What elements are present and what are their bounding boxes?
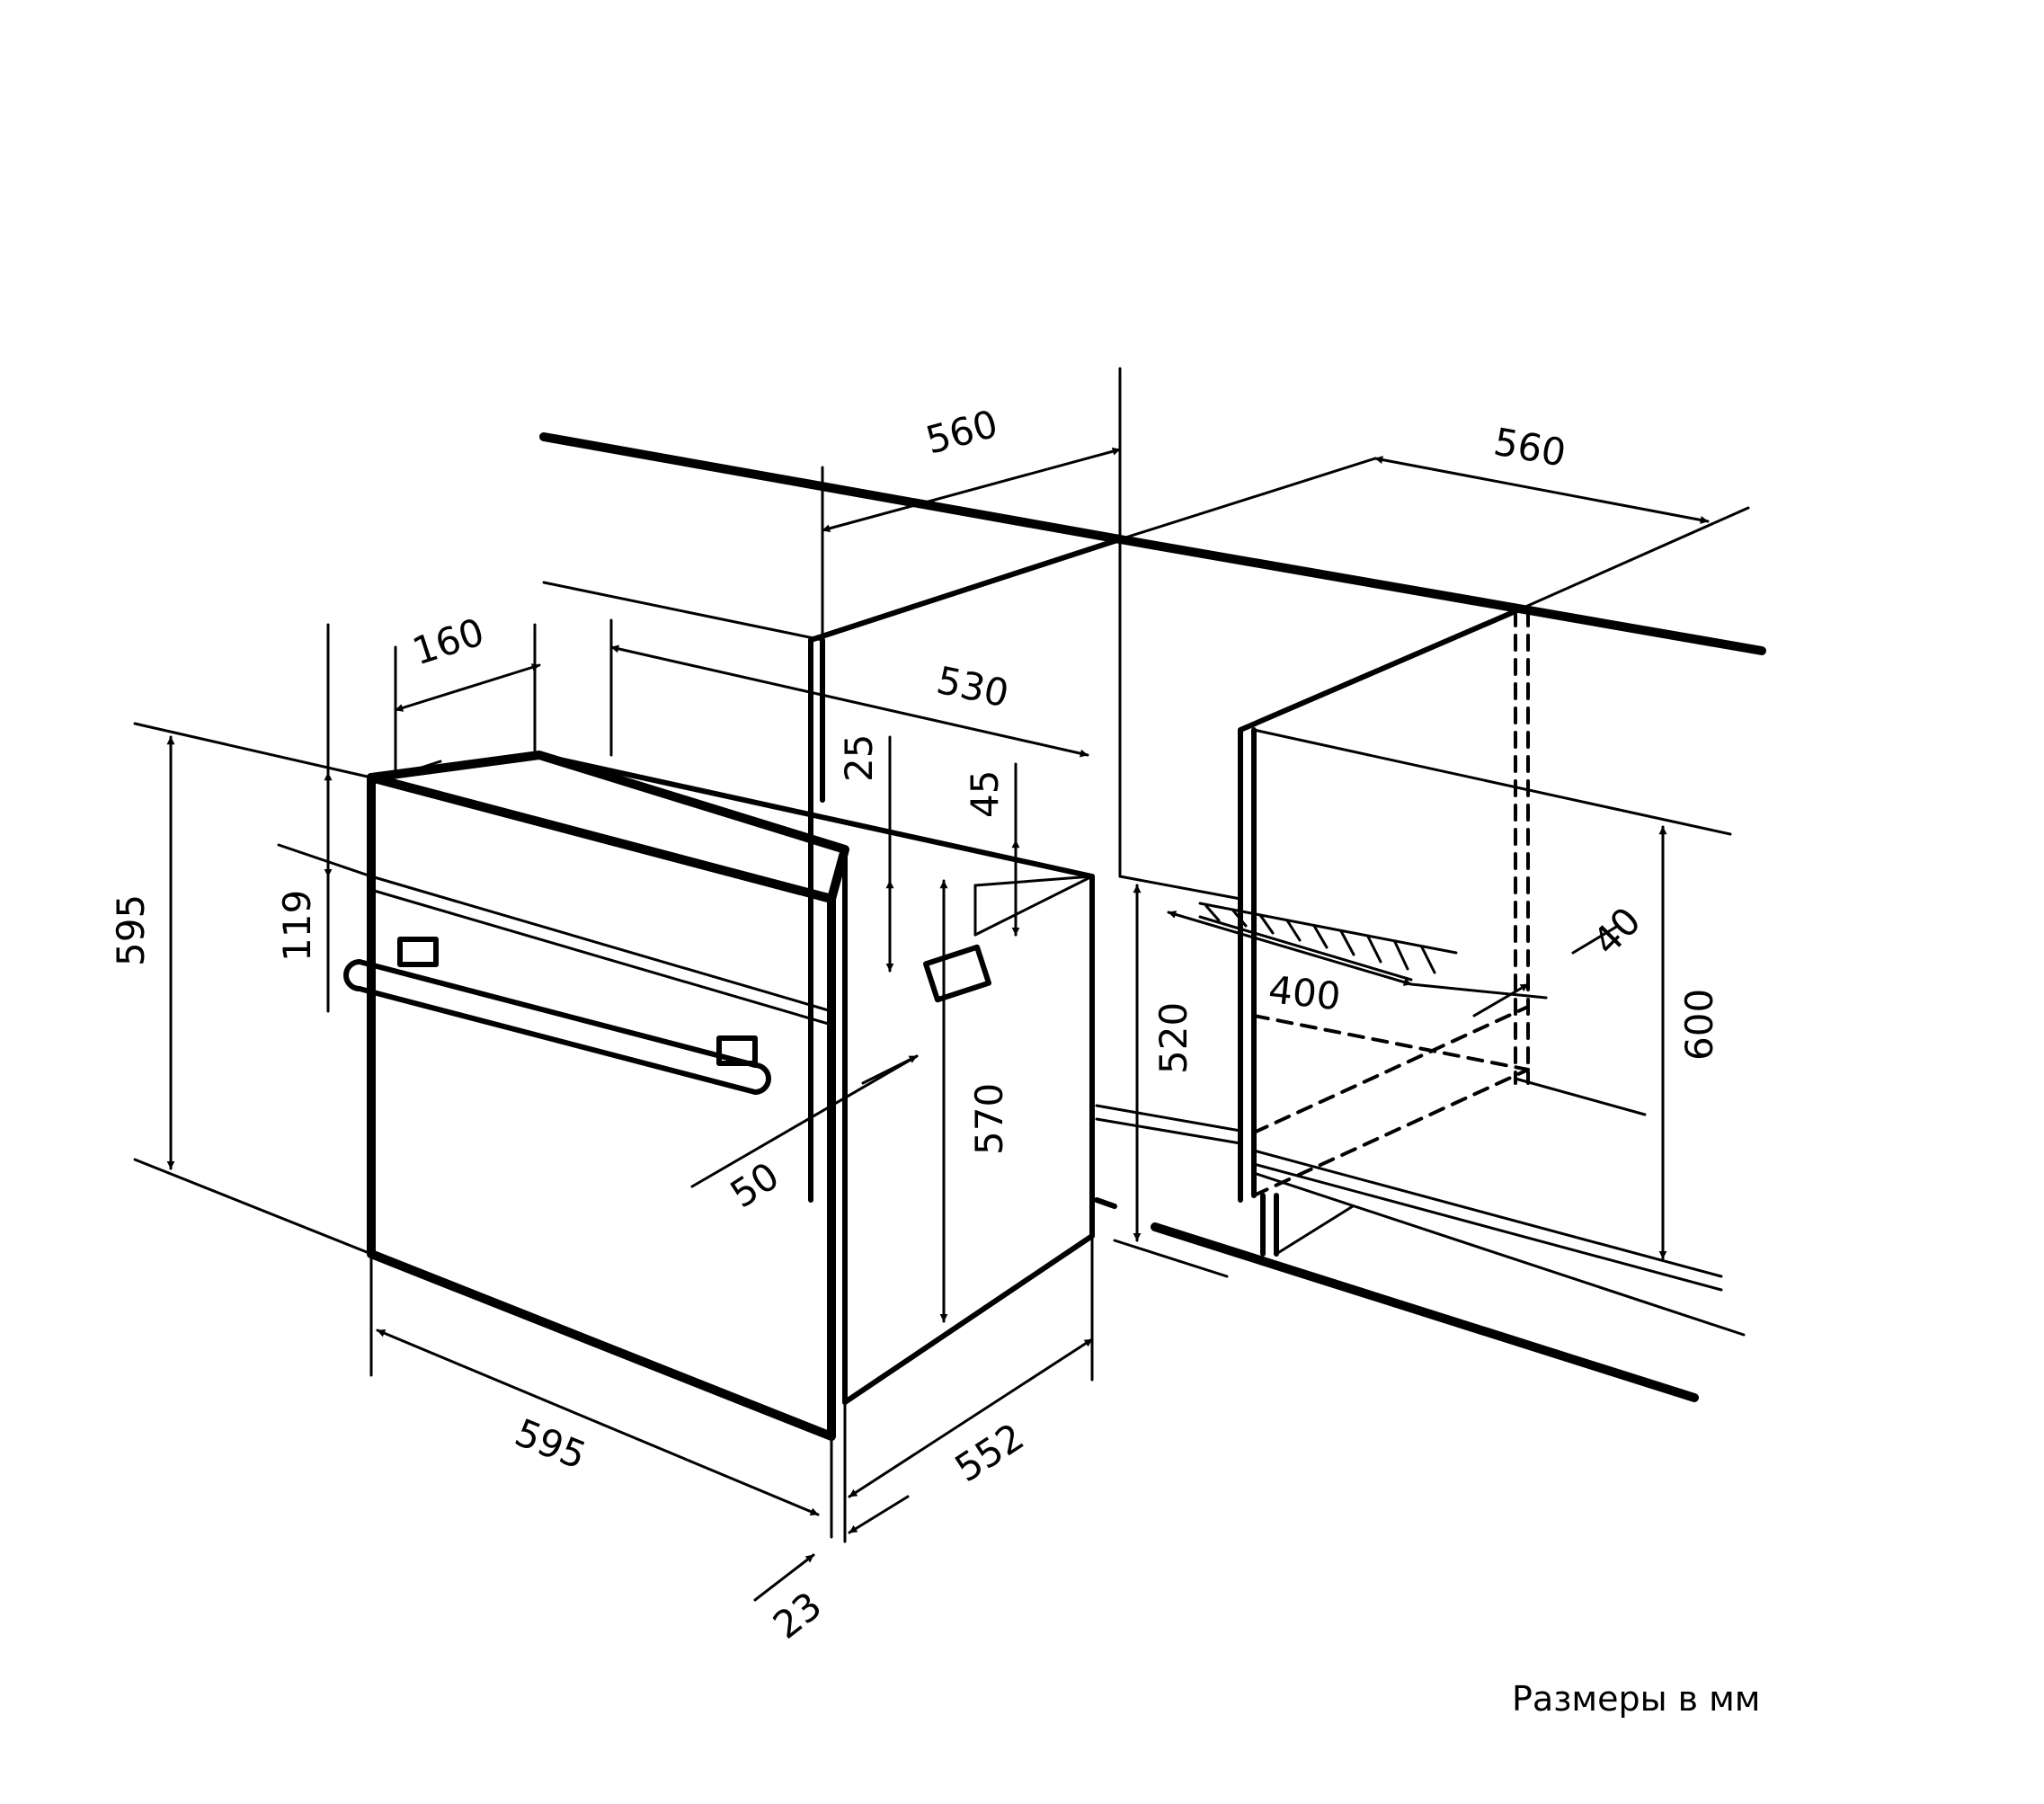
- dim-top-clearance: 25: [837, 734, 881, 782]
- dim-cabinet-height: 600: [1677, 989, 1721, 1061]
- dim-front-offset: 23: [765, 1583, 830, 1648]
- dimension-labels: 560 560 530 25 45 160 119 595 595 552 57…: [109, 402, 1721, 1648]
- dim-cabinet-width: 560: [1490, 420, 1569, 475]
- units-note: Размеры в мм: [1512, 1679, 1761, 1719]
- dim-oven-width: 595: [509, 1410, 592, 1478]
- dim-niche-height: 520: [1151, 1002, 1195, 1074]
- dim-top-gap: 45: [963, 770, 1007, 818]
- dim-niche-width: 560: [921, 402, 1002, 463]
- dim-body-height: 570: [967, 1083, 1011, 1155]
- dim-control-panel-height: 119: [275, 890, 319, 962]
- dim-handle-drop: 160: [407, 609, 489, 673]
- oven-handle: [343, 937, 771, 1095]
- dim-vent-opening: 400: [1266, 967, 1343, 1018]
- dim-niche-depth: 530: [933, 658, 1013, 716]
- dim-oven-height-side: 595: [109, 894, 153, 966]
- dimension-lines: [133, 447, 1710, 1602]
- dim-vent-gap: 40: [1584, 899, 1649, 964]
